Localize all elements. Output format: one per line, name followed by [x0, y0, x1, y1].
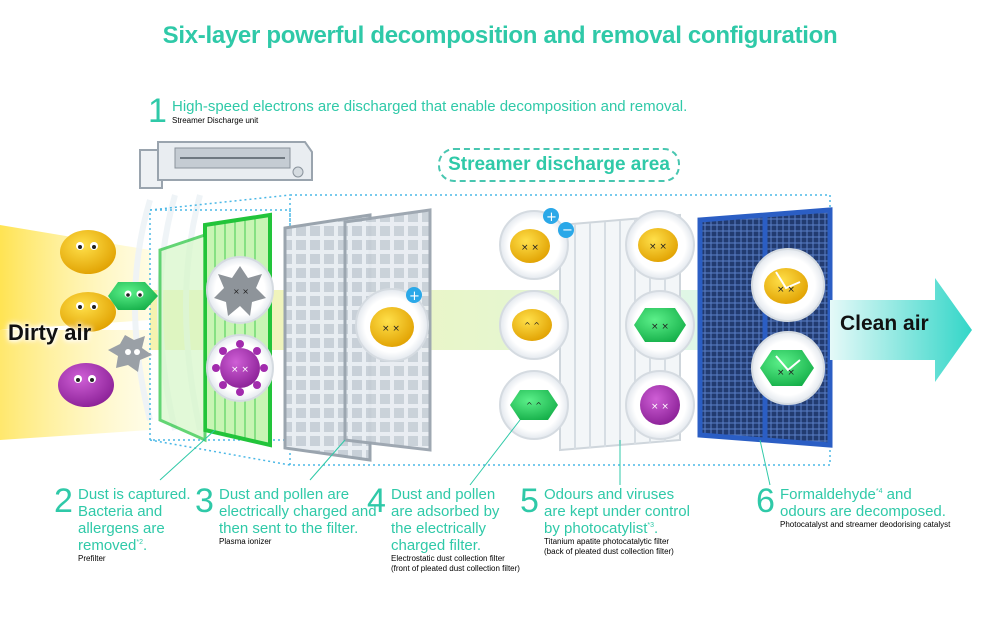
step-1-sub: Streamer Discharge unit	[172, 116, 259, 125]
step-4-number: 4	[367, 482, 386, 520]
step-5-line-2: are kept under control	[544, 503, 690, 520]
step-2-footnote: *2	[136, 539, 143, 546]
step-6-line-1: Formaldehyde	[780, 486, 876, 503]
prefilter-panel	[158, 212, 272, 448]
step-5-line-3: by photocatylist	[544, 520, 648, 537]
step-5-period: .	[654, 520, 659, 537]
step-2-line-3: allergens are	[78, 520, 165, 537]
step-6-line-1-end: and	[882, 486, 912, 503]
step-6-line-2: odours are decomposed.	[780, 503, 946, 520]
streamer-discharge-unit	[139, 141, 313, 189]
step-4-line-1: Dust and pollen	[391, 486, 496, 503]
step-3-number: 3	[195, 482, 214, 520]
svg-text:× ×: × ×	[651, 322, 669, 332]
svg-text:^ ^: ^ ^	[526, 401, 542, 410]
step-5-footnote: *3	[647, 522, 655, 529]
yellow-dust-particle	[60, 230, 116, 274]
svg-text:× ×: × ×	[231, 365, 249, 375]
catalyst-decomposition-circles: × × × ×	[751, 248, 825, 405]
step-3-line-3: then sent to the filter.	[219, 520, 359, 537]
purple-allergen-particle	[58, 363, 114, 407]
green-bacteria-particle	[108, 282, 158, 310]
step-2-line-4: removed	[78, 537, 137, 554]
step-4-sub-2: (front of pleated dust collection filter…	[391, 564, 520, 573]
step-2-line-2: Bacteria and	[78, 503, 163, 520]
step-4-line-4: charged filter.	[391, 537, 482, 554]
step-5-sub-1: Titanium apatite photocatalytic filter	[544, 537, 670, 546]
caption-leader-lines	[159, 419, 771, 486]
step-6-number: 6	[756, 482, 775, 520]
step-2-line-1: Dust is captured.	[78, 486, 191, 503]
prefilter-capture-circles: × × × ×	[206, 256, 274, 402]
step-5-sub-2: (back of pleated dust collection filter)	[544, 547, 674, 556]
step-5-line-1: Odours and viruses	[544, 486, 675, 503]
clean-air-label: Clean air	[840, 312, 929, 335]
step-2-period: .	[142, 537, 148, 554]
step-4-line-2: are adsorbed by	[391, 503, 500, 520]
dirty-air-label: Dirty air	[8, 320, 92, 345]
step-2-sub: Prefilter	[78, 554, 106, 563]
incoming-particles	[58, 230, 158, 407]
step-4-line-3: the electrically	[391, 520, 487, 537]
step-3-sub: Plasma ionizer	[219, 537, 272, 546]
svg-text:× ×: × ×	[521, 243, 539, 253]
gray-dust-particle	[108, 335, 152, 372]
svg-text:× ×: × ×	[382, 324, 400, 334]
streamer-discharge-area-label: Streamer discharge area	[438, 148, 680, 182]
ionizer-charged-particle-circle: × × +	[355, 287, 429, 362]
svg-text:× ×: × ×	[649, 242, 667, 252]
deodorising-catalyst-filter	[697, 207, 833, 448]
svg-text:−: −	[562, 223, 573, 238]
step-6-footnote: *4	[875, 488, 883, 495]
svg-text:× ×: × ×	[651, 402, 669, 412]
svg-text:+: +	[409, 289, 420, 304]
photocatalytic-filter-circles: × × × × × ×	[625, 210, 695, 440]
page-title: Six-layer powerful decomposition and rem…	[162, 22, 838, 49]
step-6-sub: Photocatalyst and streamer deodorising c…	[780, 520, 951, 529]
step-1-number: 1	[148, 92, 167, 130]
step-3-line-1: Dust and pollen are	[219, 486, 350, 503]
svg-text:^ ^: ^ ^	[524, 321, 540, 330]
electrostatic-filter-circles: × × + − ^ ^ ^ ^	[499, 208, 574, 440]
svg-text:× ×: × ×	[777, 368, 795, 378]
step-3-line-2: electrically charged and	[219, 503, 377, 520]
step-1-text: High-speed electrons are discharged that…	[172, 98, 688, 115]
yellow-dust-particle	[60, 292, 116, 332]
step-4-sub-1: Electrostatic dust collection filter	[391, 554, 505, 563]
step-2-number: 2	[54, 482, 73, 520]
clean-air-arrow	[830, 278, 972, 382]
plasma-ionizer-grille	[283, 208, 432, 462]
step-5-number: 5	[520, 482, 539, 520]
svg-text:× ×: × ×	[233, 287, 249, 296]
svg-text:× ×: × ×	[777, 285, 795, 295]
svg-text:+: +	[546, 210, 557, 225]
